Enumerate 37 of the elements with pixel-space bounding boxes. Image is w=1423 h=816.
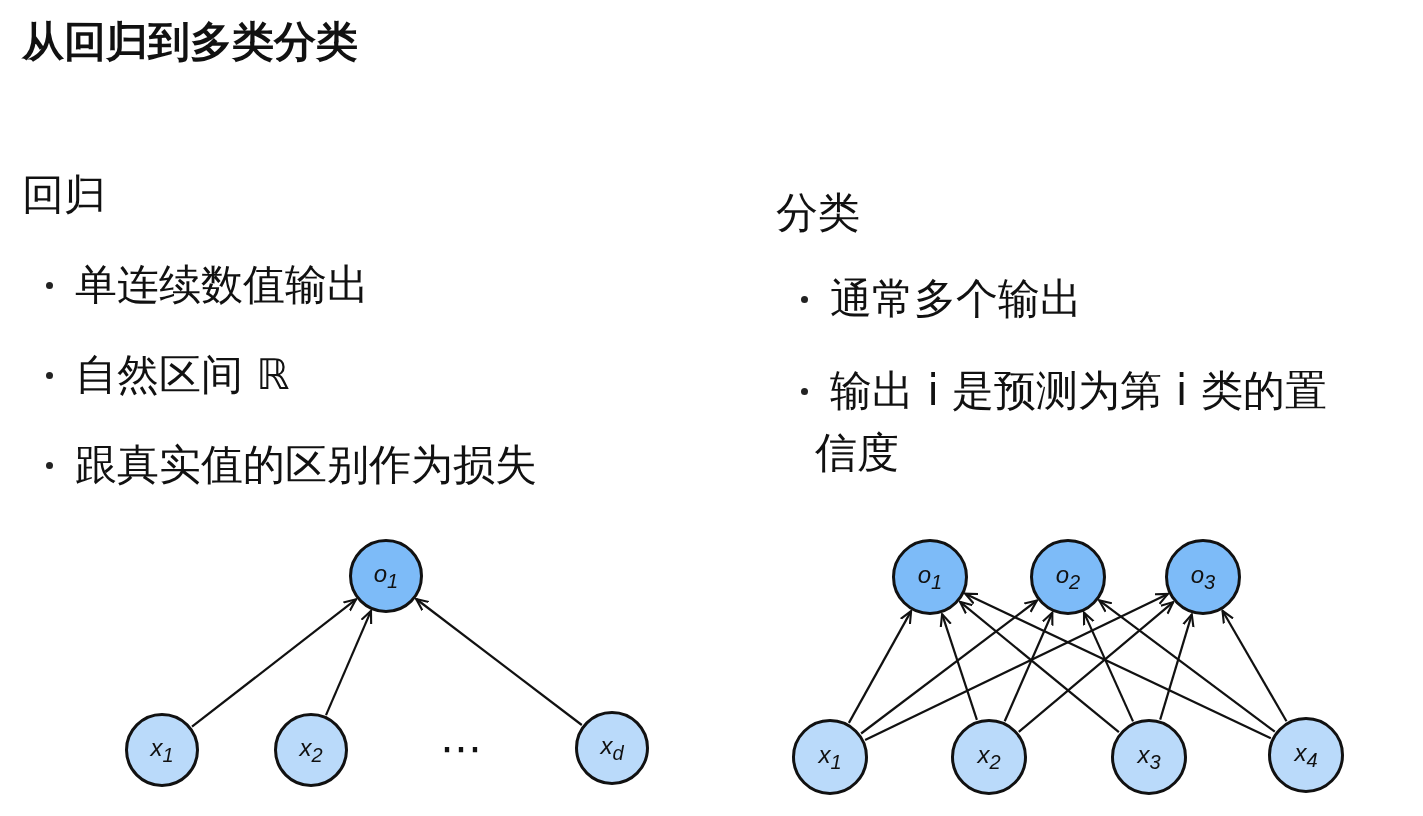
ellipsis: ⋯	[440, 723, 482, 775]
arrow	[1003, 611, 1054, 722]
node-label: x$_{4}$	[1294, 738, 1318, 772]
arrow	[1018, 601, 1175, 733]
bullet-text: 单连续数值输出	[75, 259, 369, 311]
output-node	[1030, 539, 1106, 615]
bullet-text: 输出 i 是预测为第 i 类的置信度	[815, 365, 1328, 479]
arrow	[415, 597, 583, 726]
node-label: x$_{d}$	[600, 731, 624, 765]
node-label: x$_{2}$	[299, 733, 323, 767]
arrow	[860, 599, 1038, 735]
arrow	[964, 592, 1272, 740]
node-label: o$_{3}$	[1190, 560, 1216, 594]
node-label: x$_{2}$	[977, 740, 1001, 774]
bullet-text: 通常多个输出	[830, 273, 1082, 325]
arrow	[959, 600, 1120, 734]
section-heading: 分类	[776, 187, 860, 239]
node-label: x$_{1}$	[150, 733, 174, 767]
node-label: x$_{3}$	[1137, 740, 1161, 774]
arrow	[1098, 599, 1276, 733]
node-label: o$_{1}$	[373, 559, 399, 593]
title: 从回归到多类分类	[22, 16, 358, 68]
arrow	[939, 613, 978, 721]
arrow	[847, 610, 913, 724]
output-node	[349, 539, 423, 613]
arrow	[864, 592, 1169, 742]
node-label: o$_{1}$	[917, 560, 943, 594]
arrow	[1221, 609, 1288, 722]
bullet-text: 跟真实值的区别作为损失	[75, 439, 537, 491]
arrow	[191, 598, 358, 728]
node-label: o$_{2}$	[1055, 560, 1081, 594]
node-label: x$_{1}$	[818, 740, 842, 774]
bullet-text: 自然区间 ℝ	[75, 349, 290, 401]
arrow	[1159, 613, 1195, 720]
section-heading: 回归	[22, 169, 106, 221]
arrow	[1082, 611, 1134, 722]
arrow	[325, 609, 373, 716]
